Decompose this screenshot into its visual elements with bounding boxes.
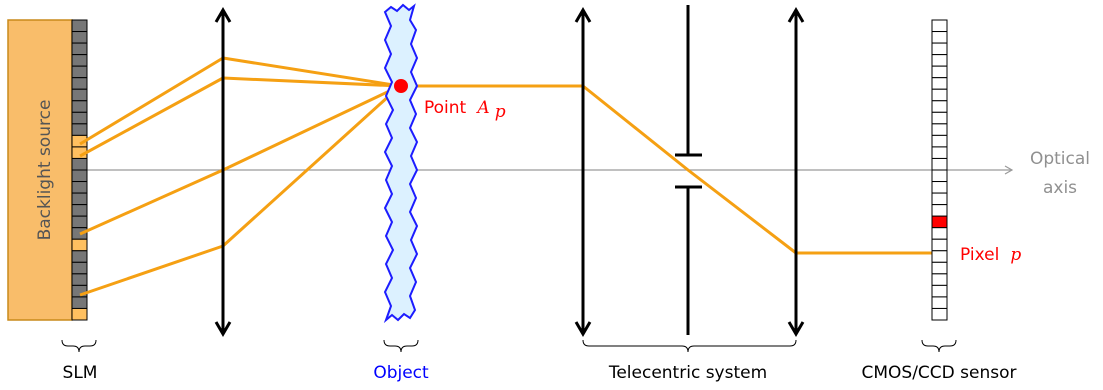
sensor-cell [931,204,948,217]
object-slab [383,3,419,324]
slm-array [71,19,88,321]
telecentric-system-label: Telecentric system [608,363,767,383]
sensor-cell [931,19,948,33]
sensor-cell [931,273,948,286]
slm-cell [71,54,88,67]
backlight-source: Backlight source [7,19,73,321]
point-label-math: A [475,98,489,118]
sensor-cell [931,88,948,102]
sensor-cell [931,181,948,194]
ray-telecentric [400,84,938,255]
slm-cell [71,296,88,309]
pixel-label-text: Pixel [960,245,999,265]
sensor-cell [931,42,948,56]
lens-1-top-arrow [214,7,232,23]
slm-cell [71,169,88,183]
sensor-cell [931,146,948,159]
slm-cell [71,273,88,286]
point-label-text: Point [424,98,467,118]
slm-cell [71,181,88,194]
slm-brace [61,339,97,353]
lens-1-bottom-arrow [214,321,232,337]
pixel-p-label: Pixel p [960,245,1021,265]
telecentric-lens-1-bottom-arrow [574,321,592,337]
sensor-cell [931,238,948,252]
optical-axis-label-line2: axis [1043,178,1077,198]
sensor-cell [931,307,948,321]
sensor-cell [931,100,948,113]
ray-4 [79,84,402,297]
slm-cell [71,77,88,90]
ray-2 [79,76,401,158]
slm-cell-lit [71,238,88,252]
telecentric-lens-1-top-arrow [574,7,592,23]
sensor-cell [931,123,948,136]
sensor-cell [931,192,948,206]
slm-label: SLM [63,363,98,383]
slm-cell [71,215,88,229]
sensor-cell [931,284,948,298]
slm-cell [71,31,88,44]
sensor-brace [921,339,957,353]
slm-cell [71,250,88,263]
object-label: Object [373,363,429,383]
telecentric-lens-2-top-arrow [787,7,805,23]
ray-3 [79,84,401,236]
optical-axis-label-line1: Optical [1030,149,1090,169]
sensor-cell [931,54,948,67]
sensor-cell [931,227,948,240]
slm-cell [71,100,88,113]
slm-cell [71,192,88,206]
sensor-cell [931,250,948,263]
light-rays [79,56,938,297]
object-brace [383,339,419,353]
sensor-pixel-p [931,215,948,229]
telecentric-brace [582,339,797,353]
lens-1 [214,7,232,337]
backlight-source-label: Backlight source [35,100,55,241]
slm-cell [71,65,88,79]
pixel-label-math: p [1010,245,1021,265]
sensor-cell [931,169,948,183]
telecentric-lens-2-bottom-arrow [787,321,805,337]
sensor-cell [931,134,948,148]
slm-cell [71,111,88,125]
slm-cell [71,88,88,102]
sensor-cell [931,296,948,309]
sensor-label: CMOS/CCD sensor [861,363,1016,383]
slm-cell-lit [71,307,88,321]
bottom-braces [61,339,957,353]
sensor-array [931,19,948,321]
sensor-cell [931,31,948,44]
aperture-stop [675,5,702,335]
slm-cell [71,284,88,298]
sensor-cell [931,111,948,125]
slm-cell [71,204,88,217]
slm-cell [71,19,88,33]
slm-cell [71,157,88,171]
point-ap-label: Point A p [424,98,506,122]
slm-cell [71,42,88,56]
point-ap-marker [394,79,408,93]
telecentric-lens-2 [787,7,805,337]
slm-cell [71,123,88,136]
sensor-cell [931,77,948,90]
sensor-cell [931,65,948,79]
slm-cell [71,261,88,275]
point-label-subscript: p [495,102,506,122]
telecentric-lens-1 [574,7,592,337]
sensor-cell [931,261,948,275]
sensor-cell [931,157,948,171]
